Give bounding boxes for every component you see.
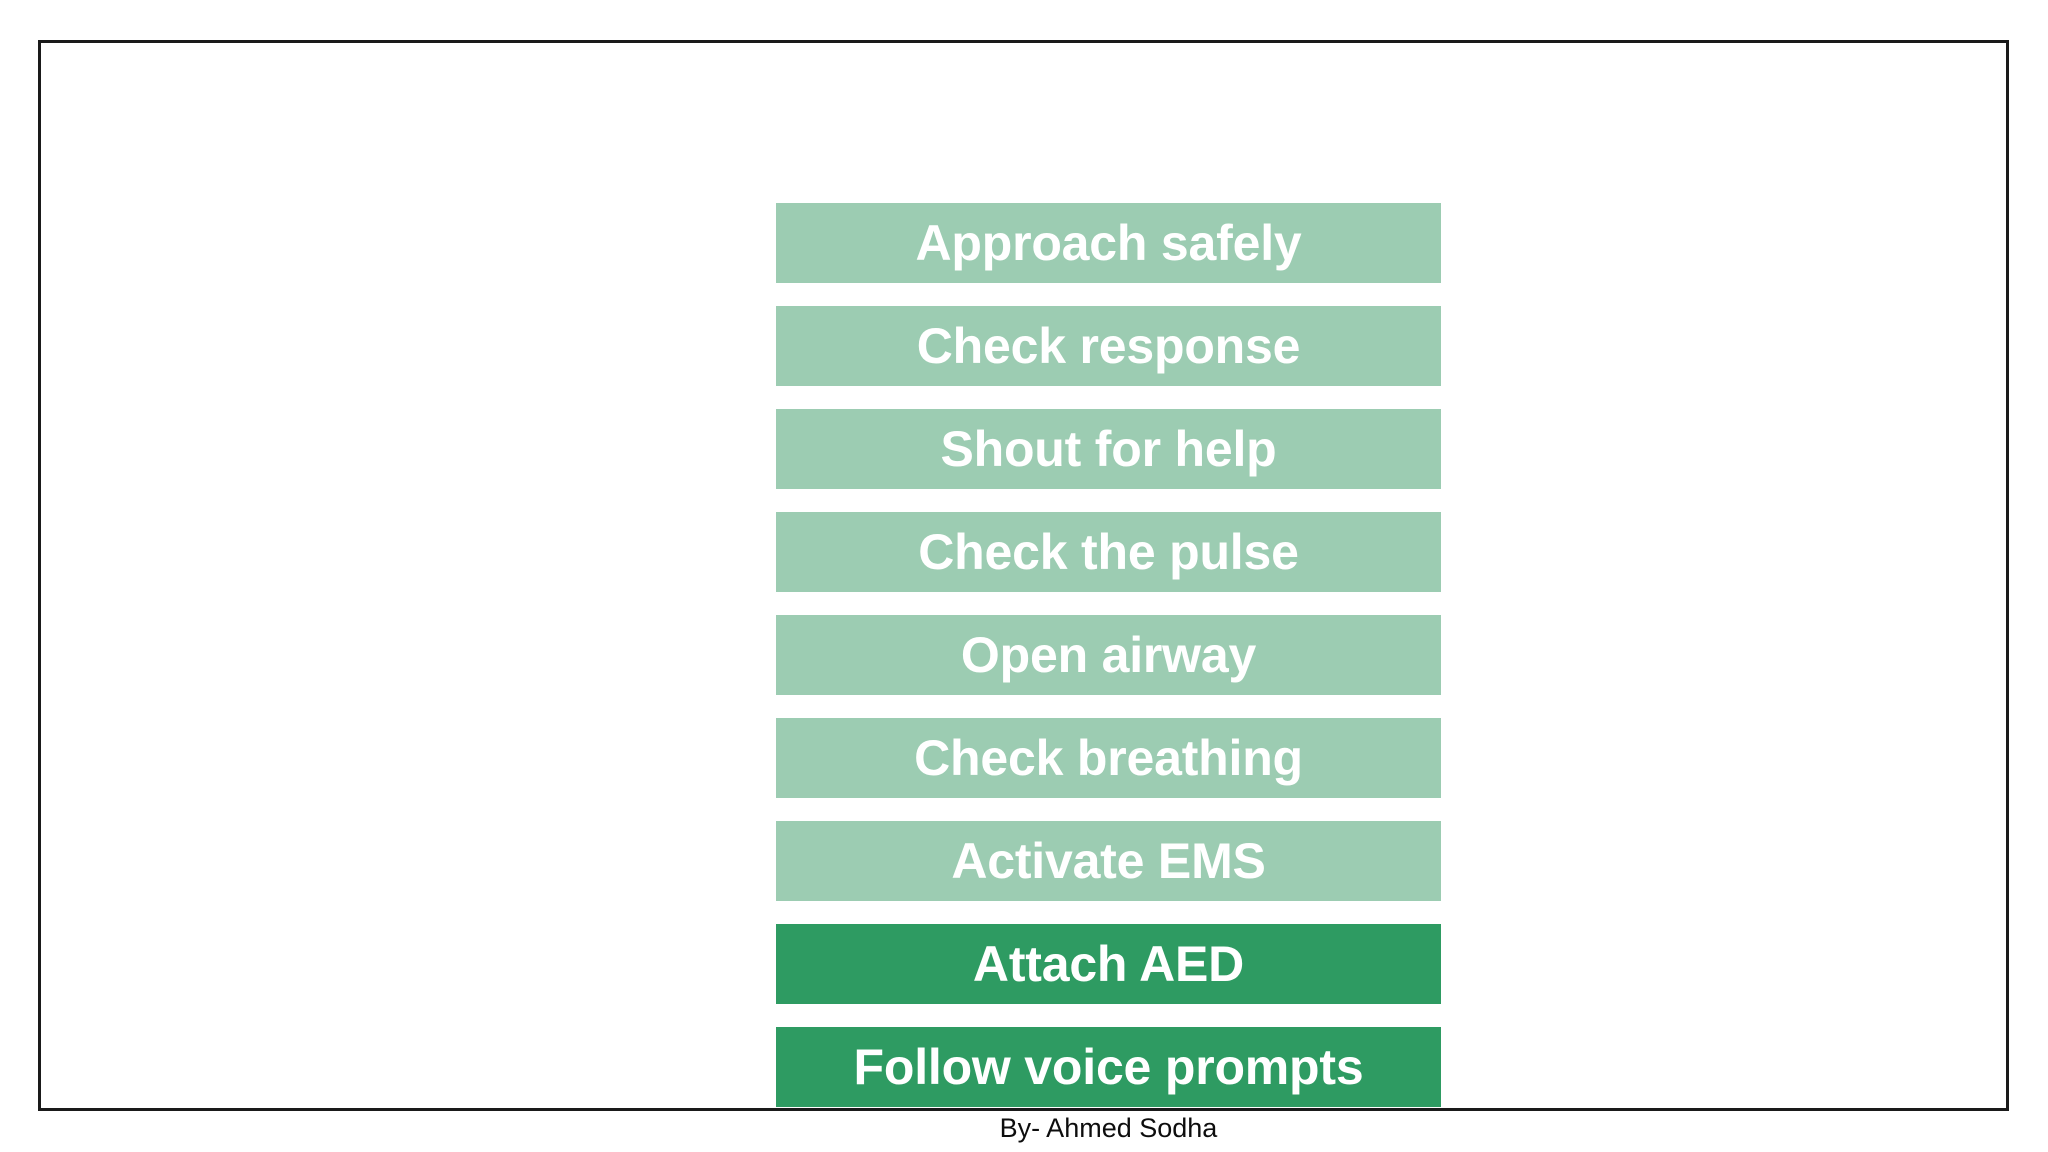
step-bar-4-label: Check the pulse (918, 524, 1299, 580)
step-bar-6[interactable]: Check breathing (776, 718, 1441, 798)
step-bar-4[interactable]: Check the pulse (776, 512, 1441, 592)
step-bar-8[interactable]: Attach AED (776, 924, 1441, 1004)
attribution-credit: By- Ahmed Sodha (999, 1113, 1218, 1143)
step-bar-9-label: Follow voice prompts (853, 1039, 1364, 1095)
step-bar-6-label: Check breathing (914, 730, 1303, 786)
step-bar-3-label: Shout for help (940, 421, 1277, 477)
step-bar-1[interactable]: Approach safely (776, 203, 1441, 283)
cpr-step-sequence: Approach safely Check response Shout for… (776, 203, 1441, 1130)
step-bar-5[interactable]: Open airway (776, 615, 1441, 695)
step-bar-3[interactable]: Shout for help (776, 409, 1441, 489)
step-bar-9[interactable]: Follow voice prompts (776, 1027, 1441, 1107)
step-bar-7-label: Activate EMS (951, 833, 1266, 889)
step-bar-2-label: Check response (916, 318, 1301, 374)
step-bar-7[interactable]: Activate EMS (776, 821, 1441, 901)
step-bar-2[interactable]: Check response (776, 306, 1441, 386)
slide-border-frame: Approach safely Check response Shout for… (38, 40, 2009, 1143)
step-bar-8-label: Attach AED (972, 936, 1245, 992)
step-bar-5-label: Open airway (960, 627, 1257, 683)
step-bar-1-label: Approach safely (915, 215, 1302, 271)
